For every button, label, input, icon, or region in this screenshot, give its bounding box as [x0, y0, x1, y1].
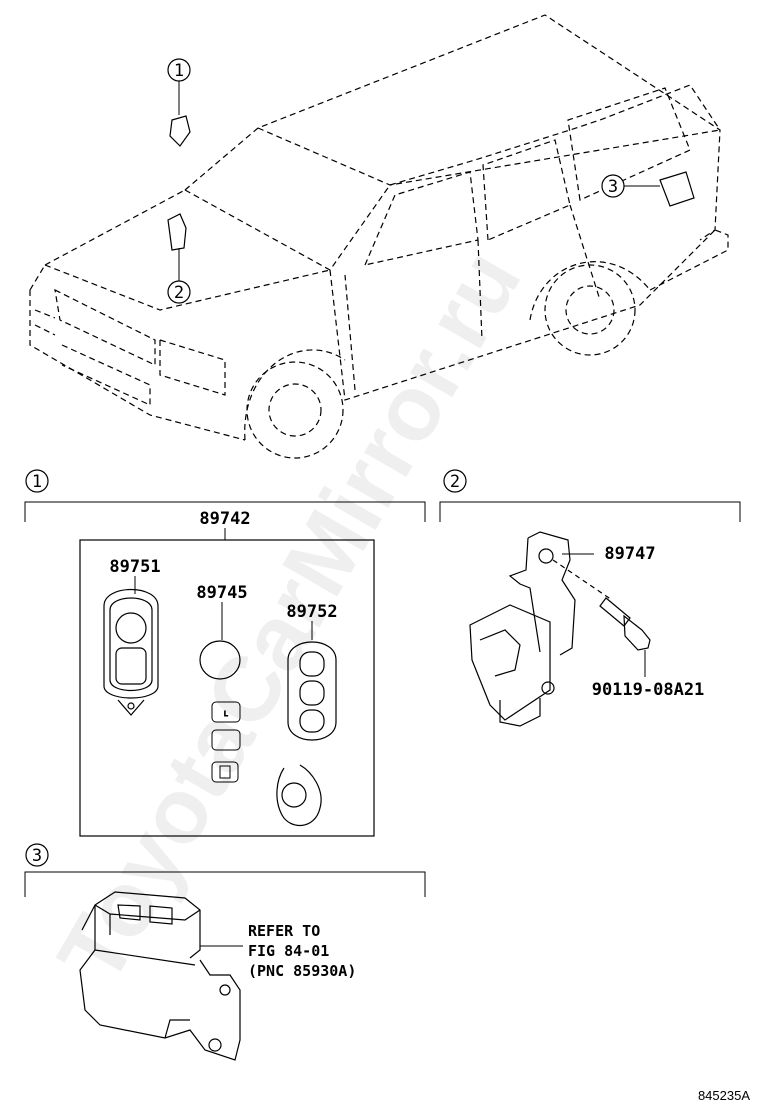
- illustration-code: 845235A: [698, 1088, 750, 1103]
- transmitter-kit-box: [79, 539, 375, 837]
- screw: [599, 597, 651, 651]
- control-module: [79, 891, 241, 1061]
- vehicle-callout-3: 3: [601, 174, 660, 198]
- vehicle-illustration: [29, 14, 729, 459]
- section-2: 2 89747 90119-08A21: [439, 469, 741, 727]
- section-2-bracket: [439, 501, 741, 522]
- part-89747-label: 89747: [604, 544, 655, 564]
- section-2-marker: [443, 469, 467, 493]
- refer-line-2: FIG 84-01: [248, 942, 329, 960]
- transmitter-right: [276, 641, 337, 827]
- transmitter-left: [103, 588, 159, 716]
- part-90119-08A21-label: 90119-08A21: [592, 680, 705, 700]
- svg-text:3: 3: [608, 177, 618, 197]
- battery: [199, 640, 241, 680]
- section-3-index: 3: [32, 846, 42, 866]
- svg-text:L: L: [224, 711, 228, 718]
- svg-text:2: 2: [174, 283, 184, 303]
- section-3: 3 REFER TO FIG 84-01 (PNC 85930A): [24, 843, 426, 1061]
- section-1-bracket: [24, 501, 426, 522]
- part-89751-label: 89751: [109, 557, 160, 577]
- part-89742-label: 89742: [199, 509, 250, 529]
- section-1: 1 89742 89751 89745 L 89752: [24, 469, 426, 837]
- bracket-and-sensor: [469, 531, 613, 727]
- section-1-marker: [25, 469, 49, 493]
- button-pads: L: [211, 701, 241, 783]
- part-89752-label: 89752: [286, 602, 337, 622]
- section-3-marker: [25, 843, 49, 867]
- section-1-index: 1: [32, 472, 42, 492]
- svg-text:1: 1: [174, 61, 184, 81]
- vehicle-callout-1: 1: [167, 58, 191, 115]
- refer-line-1: REFER TO: [248, 922, 320, 940]
- part-89745-label: 89745: [196, 583, 247, 603]
- refer-line-3: (PNC 85930A): [248, 962, 356, 980]
- vehicle-callout-2: 2: [167, 248, 191, 304]
- section-3-bracket: [24, 871, 426, 897]
- section-2-index: 2: [450, 472, 460, 492]
